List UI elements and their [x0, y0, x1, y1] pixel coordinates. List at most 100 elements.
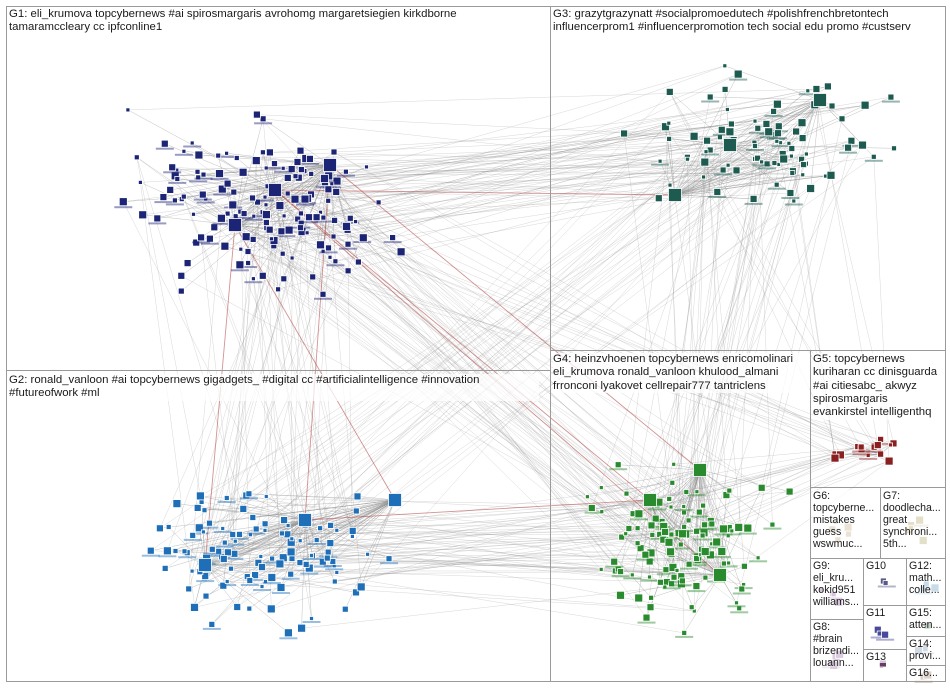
- node-avatar[interactable]: [215, 169, 224, 179]
- hub-node-avatar[interactable]: [693, 463, 707, 477]
- node-avatar[interactable]: [246, 577, 254, 584]
- node-avatar[interactable]: [281, 213, 287, 219]
- node-avatar[interactable]: [759, 159, 764, 165]
- node-avatar[interactable]: [334, 527, 340, 533]
- node-avatar[interactable]: [313, 537, 320, 543]
- node-avatar[interactable]: [305, 213, 313, 222]
- node-avatar[interactable]: [693, 555, 700, 562]
- node-avatar[interactable]: [666, 120, 672, 126]
- node-avatar[interactable]: [285, 523, 291, 528]
- node-avatar[interactable]: [309, 616, 314, 621]
- node-avatar[interactable]: [195, 491, 205, 501]
- node-avatar[interactable]: [200, 171, 207, 178]
- node-avatar[interactable]: [308, 170, 315, 177]
- node-avatar[interactable]: [300, 194, 310, 204]
- node-avatar[interactable]: [251, 571, 260, 579]
- node-avatar[interactable]: [325, 197, 332, 204]
- node-avatar[interactable]: [319, 290, 327, 298]
- node-avatar[interactable]: [265, 225, 274, 234]
- node-avatar[interactable]: [155, 524, 164, 533]
- node-avatar[interactable]: [334, 570, 340, 575]
- node-avatar[interactable]: [302, 561, 310, 568]
- node-avatar[interactable]: [741, 562, 748, 570]
- node-avatar[interactable]: [249, 235, 257, 243]
- node-avatar[interactable]: [265, 148, 274, 157]
- node-avatar[interactable]: [743, 523, 753, 533]
- hub-node-avatar[interactable]: [713, 568, 727, 582]
- node-avatar[interactable]: [249, 514, 257, 521]
- node-avatar[interactable]: [297, 210, 304, 217]
- node-avatar[interactable]: [798, 134, 807, 143]
- node-avatar[interactable]: [752, 143, 758, 149]
- hub-node-avatar[interactable]: [813, 93, 827, 107]
- group-label-g11[interactable]: G11: [866, 607, 894, 620]
- node-avatar[interactable]: [262, 194, 268, 200]
- node-avatar[interactable]: [193, 503, 202, 512]
- node-avatar[interactable]: [674, 568, 680, 573]
- node-avatar[interactable]: [692, 582, 701, 590]
- node-avatar[interactable]: [800, 161, 807, 169]
- node-avatar[interactable]: [661, 122, 670, 132]
- node-avatar[interactable]: [721, 86, 729, 93]
- node-avatar[interactable]: [726, 560, 731, 566]
- node-avatar[interactable]: [634, 509, 644, 519]
- node-avatar[interactable]: [788, 145, 796, 152]
- node-avatar[interactable]: [857, 443, 865, 451]
- group-label-g3[interactable]: G3: grazytgrazynatt #socialpromoedutech …: [553, 8, 945, 35]
- node-avatar[interactable]: [329, 181, 335, 187]
- node-avatar[interactable]: [160, 139, 169, 148]
- group-label-g9[interactable]: G9: eli_kru... kokid951 williams...: [813, 560, 863, 618]
- node-avatar[interactable]: [247, 532, 253, 538]
- node-avatar[interactable]: [614, 461, 622, 469]
- node-avatar[interactable]: [694, 489, 700, 495]
- node-avatar[interactable]: [309, 553, 314, 558]
- node-avatar[interactable]: [354, 258, 362, 266]
- node-avatar[interactable]: [304, 230, 310, 236]
- node-avatar[interactable]: [679, 577, 686, 585]
- node-avatar[interactable]: [325, 244, 332, 252]
- node-avatar[interactable]: [618, 533, 626, 541]
- node-avatar[interactable]: [738, 585, 746, 593]
- node-avatar[interactable]: [728, 120, 735, 128]
- node-avatar[interactable]: [623, 531, 629, 537]
- node-avatar[interactable]: [625, 525, 633, 532]
- node-avatar[interactable]: [773, 99, 782, 109]
- node-avatar[interactable]: [162, 546, 172, 556]
- node-avatar[interactable]: [754, 124, 762, 132]
- node-avatar[interactable]: [200, 529, 206, 535]
- node-avatar[interactable]: [262, 528, 268, 533]
- node-avatar[interactable]: [293, 158, 302, 166]
- node-avatar[interactable]: [326, 539, 335, 547]
- node-avatar[interactable]: [305, 154, 314, 163]
- node-avatar[interactable]: [202, 592, 210, 600]
- node-avatar[interactable]: [685, 517, 692, 524]
- node-avatar[interactable]: [320, 214, 327, 221]
- node-avatar[interactable]: [701, 174, 706, 180]
- node-avatar[interactable]: [229, 531, 237, 538]
- node-avatar[interactable]: [181, 148, 187, 154]
- node-avatar[interactable]: [657, 158, 663, 164]
- node-avatar[interactable]: [342, 168, 349, 175]
- node-avatar[interactable]: [220, 241, 230, 251]
- node-avatar[interactable]: [688, 604, 695, 611]
- node-avatar[interactable]: [881, 630, 889, 639]
- node-avatar[interactable]: [891, 145, 897, 152]
- group-label-g5[interactable]: G5: topcybernews kuriharan cc dinisguard…: [813, 353, 945, 420]
- node-avatar[interactable]: [666, 495, 673, 502]
- group-label-g8[interactable]: G8: #brain brizendi... louann...: [813, 621, 863, 681]
- node-avatar[interactable]: [620, 129, 628, 138]
- node-avatar[interactable]: [677, 541, 684, 548]
- node-avatar[interactable]: [649, 532, 656, 538]
- node-avatar[interactable]: [797, 118, 807, 128]
- node-avatar[interactable]: [844, 143, 852, 152]
- node-avatar[interactable]: [228, 565, 234, 572]
- node-avatar[interactable]: [266, 604, 276, 614]
- node-avatar[interactable]: [287, 165, 296, 174]
- node-avatar[interactable]: [224, 579, 230, 584]
- node-avatar[interactable]: [598, 567, 604, 572]
- node-avatar[interactable]: [722, 63, 728, 69]
- hub-node-avatar[interactable]: [723, 138, 737, 152]
- node-avatar[interactable]: [290, 194, 300, 204]
- node-avatar[interactable]: [262, 219, 270, 226]
- node-avatar[interactable]: [219, 581, 228, 590]
